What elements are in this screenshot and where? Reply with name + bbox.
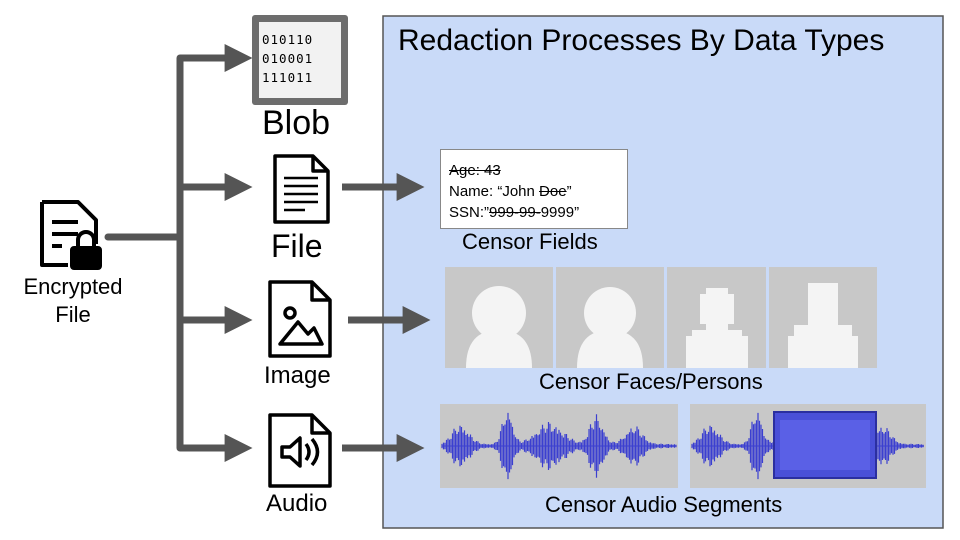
- file-label: File: [271, 228, 323, 264]
- document-icon: [273, 154, 330, 224]
- name-field: Name: “John Doe”: [449, 183, 572, 200]
- muted-audio-segment: [773, 411, 877, 479]
- encrypted-file-icon: [40, 200, 102, 270]
- blob-bits-row-3: 111011: [262, 70, 314, 85]
- blob-binary-digits: 010110 010001 111011: [262, 30, 338, 87]
- ssn-field: SSN:”999-99-9999”: [449, 204, 580, 221]
- waveform-original-trace: [441, 412, 677, 480]
- branch-connectors: [104, 54, 184, 452]
- encrypted-file-label: Encrypted File: [18, 273, 128, 329]
- blob-bits-row-1: 010110: [262, 32, 314, 47]
- name-field-redacted: Doe: [539, 183, 567, 200]
- encrypted-file-label-line1: Encrypted: [23, 274, 123, 299]
- image-file-icon: [268, 280, 332, 358]
- censor-audio-caption: Censor Audio Segments: [545, 492, 783, 517]
- blob-label: Blob: [262, 104, 331, 142]
- audio-file-icon: [268, 413, 332, 488]
- blob-bits-row-2: 010001: [262, 51, 314, 66]
- censor-fields-caption: Censor Fields: [462, 229, 598, 254]
- blob-icon: [252, 15, 348, 105]
- audio-label: Audio: [266, 490, 328, 517]
- diagram-title: Redaction Processes By Data Types: [398, 24, 885, 57]
- censor-faces-caption: Censor Faces/Persons: [539, 369, 763, 394]
- censor-fields-sample: Age: 43 Name: “John Doe” SSN:”999-99-999…: [440, 149, 628, 229]
- face-thumbnails: [445, 267, 877, 368]
- image-label: Image: [264, 362, 331, 389]
- age-field-redacted: Age: 43: [449, 162, 501, 179]
- encrypted-file-label-line2: File: [55, 302, 91, 327]
- ssn-field-redacted: 999-99-: [489, 204, 541, 221]
